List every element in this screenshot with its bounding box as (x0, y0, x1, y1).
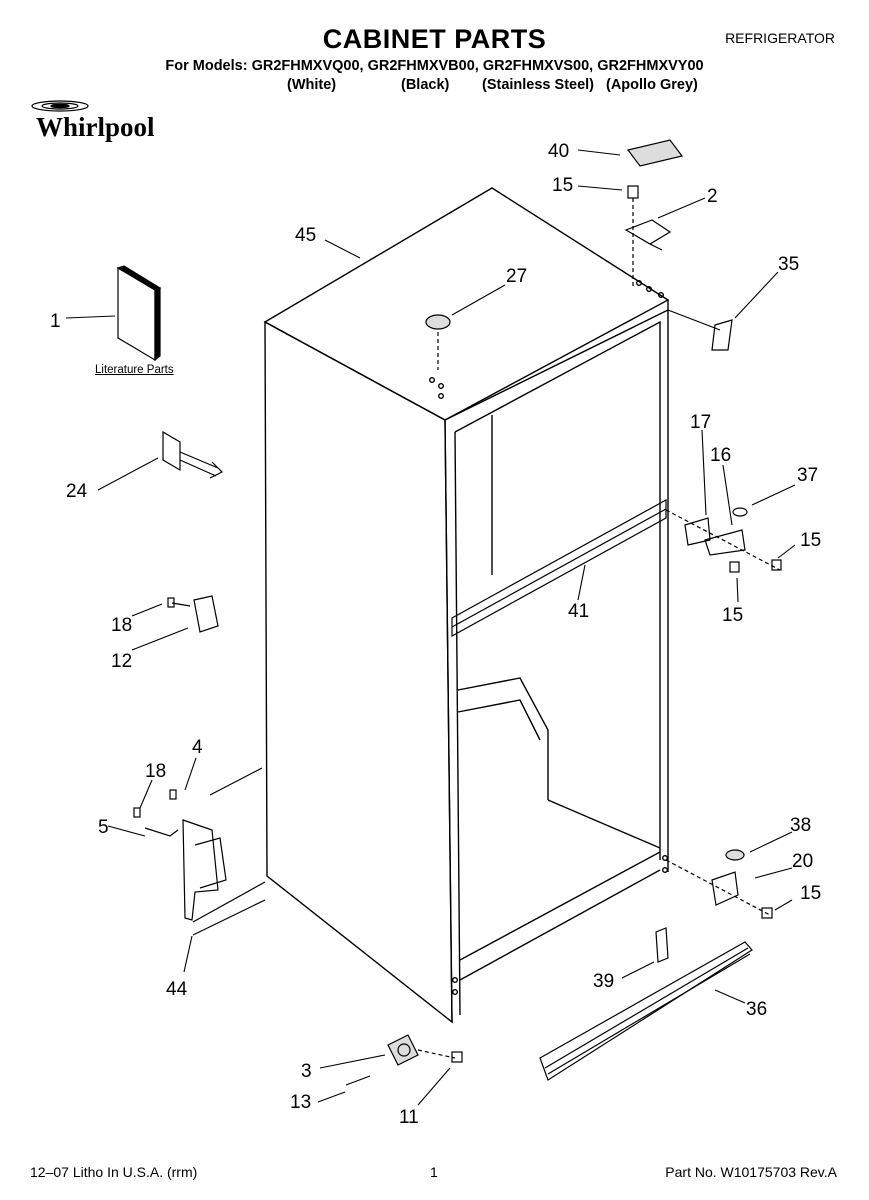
callout-4: 4 (192, 737, 203, 758)
models-line: For Models: GR2FHMXVQ00, GR2FHMXVB00, GR… (165, 58, 704, 74)
whirlpool-swirl-icon (31, 100, 89, 112)
page-title: CABINET PARTS (322, 24, 547, 54)
crossbar-part-41 (451, 498, 667, 638)
toe-grille-part-36 (539, 941, 753, 1081)
callout-24: 24 (66, 481, 88, 502)
callout-37: 37 (797, 465, 819, 486)
bracket-part-12 (167, 595, 219, 633)
variant-stainless: (Stainless Steel) (482, 77, 595, 93)
callout-44: 44 (166, 979, 188, 1000)
callout-36: 36 (746, 999, 768, 1020)
callout-15: 15 (552, 175, 574, 196)
footer-page-number: 1 (430, 1164, 438, 1180)
callout-16: 16 (710, 445, 732, 466)
top-hinge-part-2 (624, 185, 672, 286)
callout-20: 20 (792, 851, 814, 872)
roller-part-3 (345, 1034, 463, 1086)
brand-logo: Whirlpool (36, 112, 155, 142)
callout-15c: 15 (722, 605, 744, 626)
variant-black: (Black) (401, 77, 450, 93)
variant-white: (White) (287, 77, 337, 93)
cabinet-shell (263, 187, 670, 1024)
callout-45: 45 (295, 225, 317, 246)
bottom-hinge-part-20 (665, 849, 773, 919)
callout-5: 5 (98, 817, 109, 838)
leader-lines (65, 149, 796, 1106)
variant-apollo-grey: (Apollo Grey) (606, 77, 698, 93)
footer-part-number: Part No. W10175703 Rev.A (665, 1164, 837, 1180)
footer-litho: 12–07 Litho In U.S.A. (rrm) (30, 1164, 198, 1180)
callout-15d: 15 (800, 883, 822, 904)
callout-18: 18 (111, 615, 133, 636)
hinge-part-44 (133, 767, 266, 936)
callout-17: 17 (690, 412, 712, 433)
bracket-part-24 (162, 430, 224, 479)
callout-3: 3 (301, 1061, 312, 1082)
callout-40: 40 (548, 141, 570, 162)
callout-39: 39 (593, 971, 615, 992)
clip-part-39 (655, 927, 669, 963)
callout-41: 41 (568, 601, 590, 622)
callout-27: 27 (506, 266, 528, 287)
part-35 (667, 309, 733, 351)
literature-booklet-part-1 (116, 265, 162, 362)
callout-12: 12 (111, 651, 133, 672)
category-label: REFRIGERATOR (725, 30, 835, 46)
callout-38: 38 (790, 815, 812, 836)
callout-18b: 18 (145, 761, 167, 782)
callout-13: 13 (290, 1092, 312, 1113)
callout-2: 2 (707, 186, 718, 207)
callout-11: 11 (399, 1107, 419, 1128)
callout-1: 1 (50, 311, 61, 332)
center-hinge-part-16 (665, 507, 782, 573)
plug-part-27 (425, 314, 451, 370)
hinge-cover-part-40 (626, 139, 684, 167)
callout-15b: 15 (800, 530, 822, 551)
callout-35: 35 (778, 254, 800, 275)
literature-parts-label: Literature Parts (95, 364, 174, 376)
